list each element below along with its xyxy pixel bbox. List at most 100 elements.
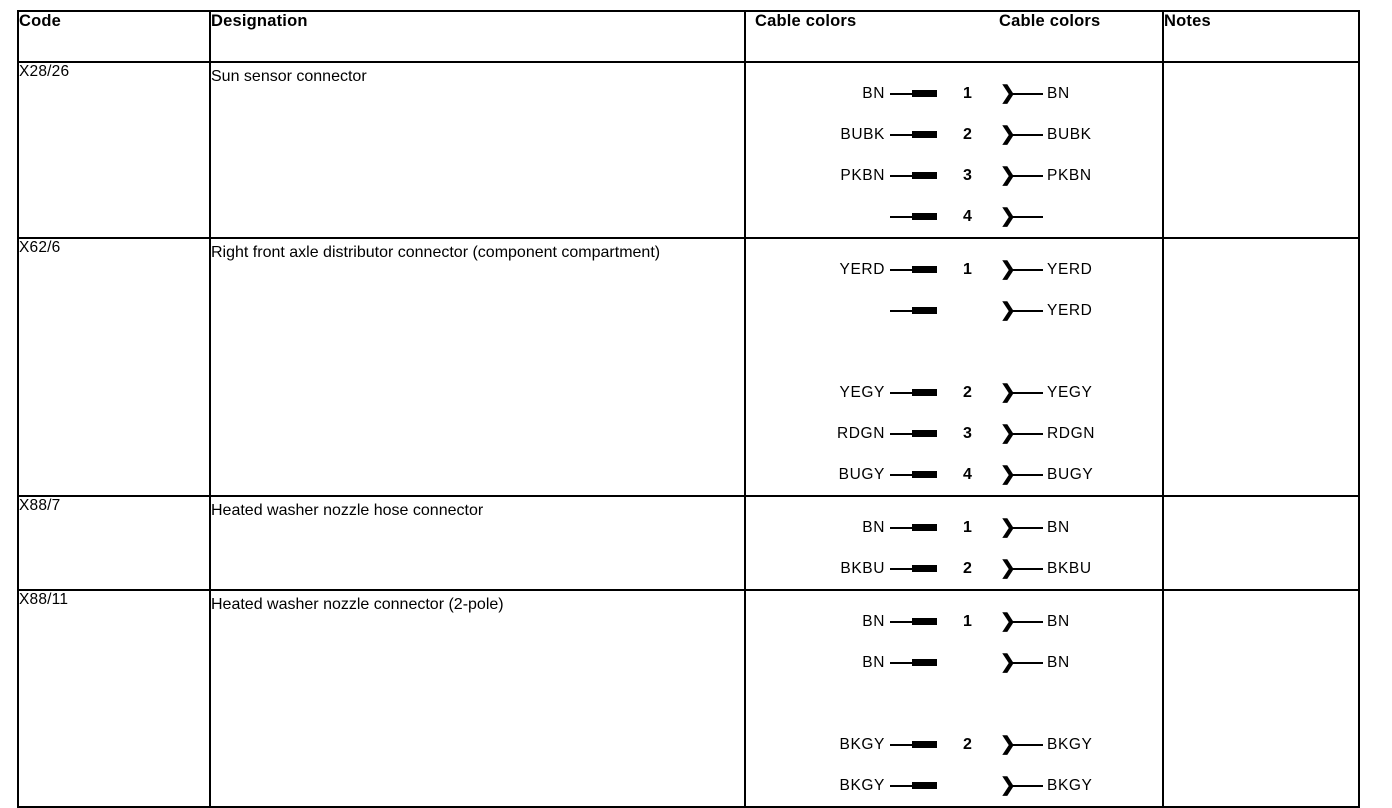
cable-line-left: BN [746,507,945,548]
cable-color-label-left: BKGY [839,776,885,794]
cable-color-label-right: PKBN [1047,166,1092,184]
pin-blade-icon [890,740,937,749]
socket-bracket-glyph: ❯ [1000,164,1016,186]
pin-blade-icon [890,470,937,479]
cable-color-label-left: BKGY [839,735,885,753]
socket-bracket-glyph: ❯ [1000,651,1016,673]
pin-blade-icon [890,429,937,438]
ladder-spacer [990,683,1162,724]
socket-bracket-glyph: ❯ [1000,463,1016,485]
cable-color-label-left: PKBN [840,166,885,184]
cell-code: X28/26 [17,61,211,239]
cable-line-left [746,196,945,237]
cell-cable-colors-left: YERD YEGY RDGN BUGY [744,237,945,497]
cable-line-right: ❯ PKBN [990,155,1162,196]
pin-number: 2 [963,384,972,401]
socket-icon: ❯ [1000,557,1043,579]
cable-line-right: ❯RDGN [990,413,1162,454]
cable-color-label-left: YEGY [839,383,885,401]
cable-color-label-left: RDGN [836,424,885,442]
cable-line-right: ❯ [990,196,1162,237]
cell-code: X62/6 [17,237,211,497]
socket-bracket-glyph: ❯ [1000,258,1016,280]
pin-blade-icon [890,781,937,790]
socket-icon: ❯ [1000,424,1043,443]
socket-icon: ❯ [1000,258,1043,280]
pin-number: 4 [963,208,972,225]
socket-bracket-glyph: ❯ [1000,381,1016,403]
cable-color-label-right: BKBU [1047,559,1092,577]
socket-icon: ❯ [1000,610,1043,632]
cable-line-right: ❯ BKGY [990,724,1162,765]
pin-blade-icon [890,523,937,532]
socket-bracket-glyph: ❯ [1000,123,1016,145]
socket-bracket-glyph: ❯ [1000,82,1016,104]
socket-bracket-glyph: ❯ [1000,733,1016,755]
cable-line-right: ❯BN [990,73,1162,114]
pin-number [945,642,990,683]
pin-number [945,290,990,331]
socket-icon: ❯ [1000,164,1043,186]
socket-icon: ❯ [1000,463,1043,485]
ladder-spacer [945,683,990,724]
socket-icon: ❯ [1000,733,1043,755]
cable-color-label-left: YERD [839,260,885,278]
cable-line-left [746,290,945,331]
cable-color-label-right: BN [1047,612,1070,630]
cable-line-left: RDGN [746,413,945,454]
socket-bracket-glyph: ❯ [1000,774,1016,796]
header-row: Code Designation Cable colors Cable colo… [17,10,1360,63]
pin-blade-icon [890,130,937,139]
cable-line-right: ❯BUGY [990,454,1162,495]
cable-line-left: PKBN [746,155,945,196]
cell-notes [1162,495,1360,591]
cable-color-label-right: YEGY [1047,383,1093,401]
socket-bracket-glyph: ❯ [1000,557,1016,579]
cable-color-label-right: BKGY [1047,776,1093,794]
cable-color-label-left: BN [862,518,885,536]
cable-color-label-right: BUBK [1047,125,1092,143]
socket-icon: ❯ [1000,299,1043,321]
socket-icon: ❯ [1000,651,1043,673]
cell-code: X88/11 [17,589,211,808]
pin-number: 1 [963,85,972,102]
cable-line-right: ❯ YERD [990,290,1162,331]
pin-number: 1 [963,261,972,278]
cable-color-label-left: BN [862,84,885,102]
pin-number: 1 [963,613,972,630]
cable-line-left: BKGY [746,765,945,806]
cell-cable-colors-right: ❯BN❯BKBU [990,495,1164,591]
ladder-spacer [746,683,945,724]
column-header-cable-colors-right: Cable colors [990,10,1164,63]
cable-line-left: BKGY [746,724,945,765]
cable-color-label-right: BKGY [1047,735,1093,753]
socket-icon: ❯ [1000,123,1043,145]
pin-blade-icon [890,564,937,573]
cable-line-right: ❯BN [990,642,1162,683]
socket-bracket-glyph: ❯ [1000,299,1016,321]
cable-line-left: BKBU [746,548,945,589]
socket-icon: ❯ [1000,207,1043,226]
socket-bracket-glyph: ❯ [1000,610,1016,632]
cell-designation: Heated washer nozzle connector (2-pole) [209,589,746,808]
cell-cable-colors-right: ❯BN❯BN❯BKGY❯BKGY [990,589,1164,808]
pin-blade-icon [890,306,937,315]
socket-bracket-glyph: ❯ [1000,516,1016,538]
cable-line-left: BUGY [746,454,945,495]
cable-line-right: ❯ BN [990,601,1162,642]
pin-number: 3 [963,425,972,442]
column-header-notes: Notes [1162,10,1360,63]
cell-designation: Sun sensor connector [209,61,746,239]
pin-blade-icon [890,388,937,397]
cell-code: X88/7 [17,495,211,591]
cable-color-label-right: YERD [1047,301,1093,319]
cable-color-label-left: BN [862,653,885,671]
